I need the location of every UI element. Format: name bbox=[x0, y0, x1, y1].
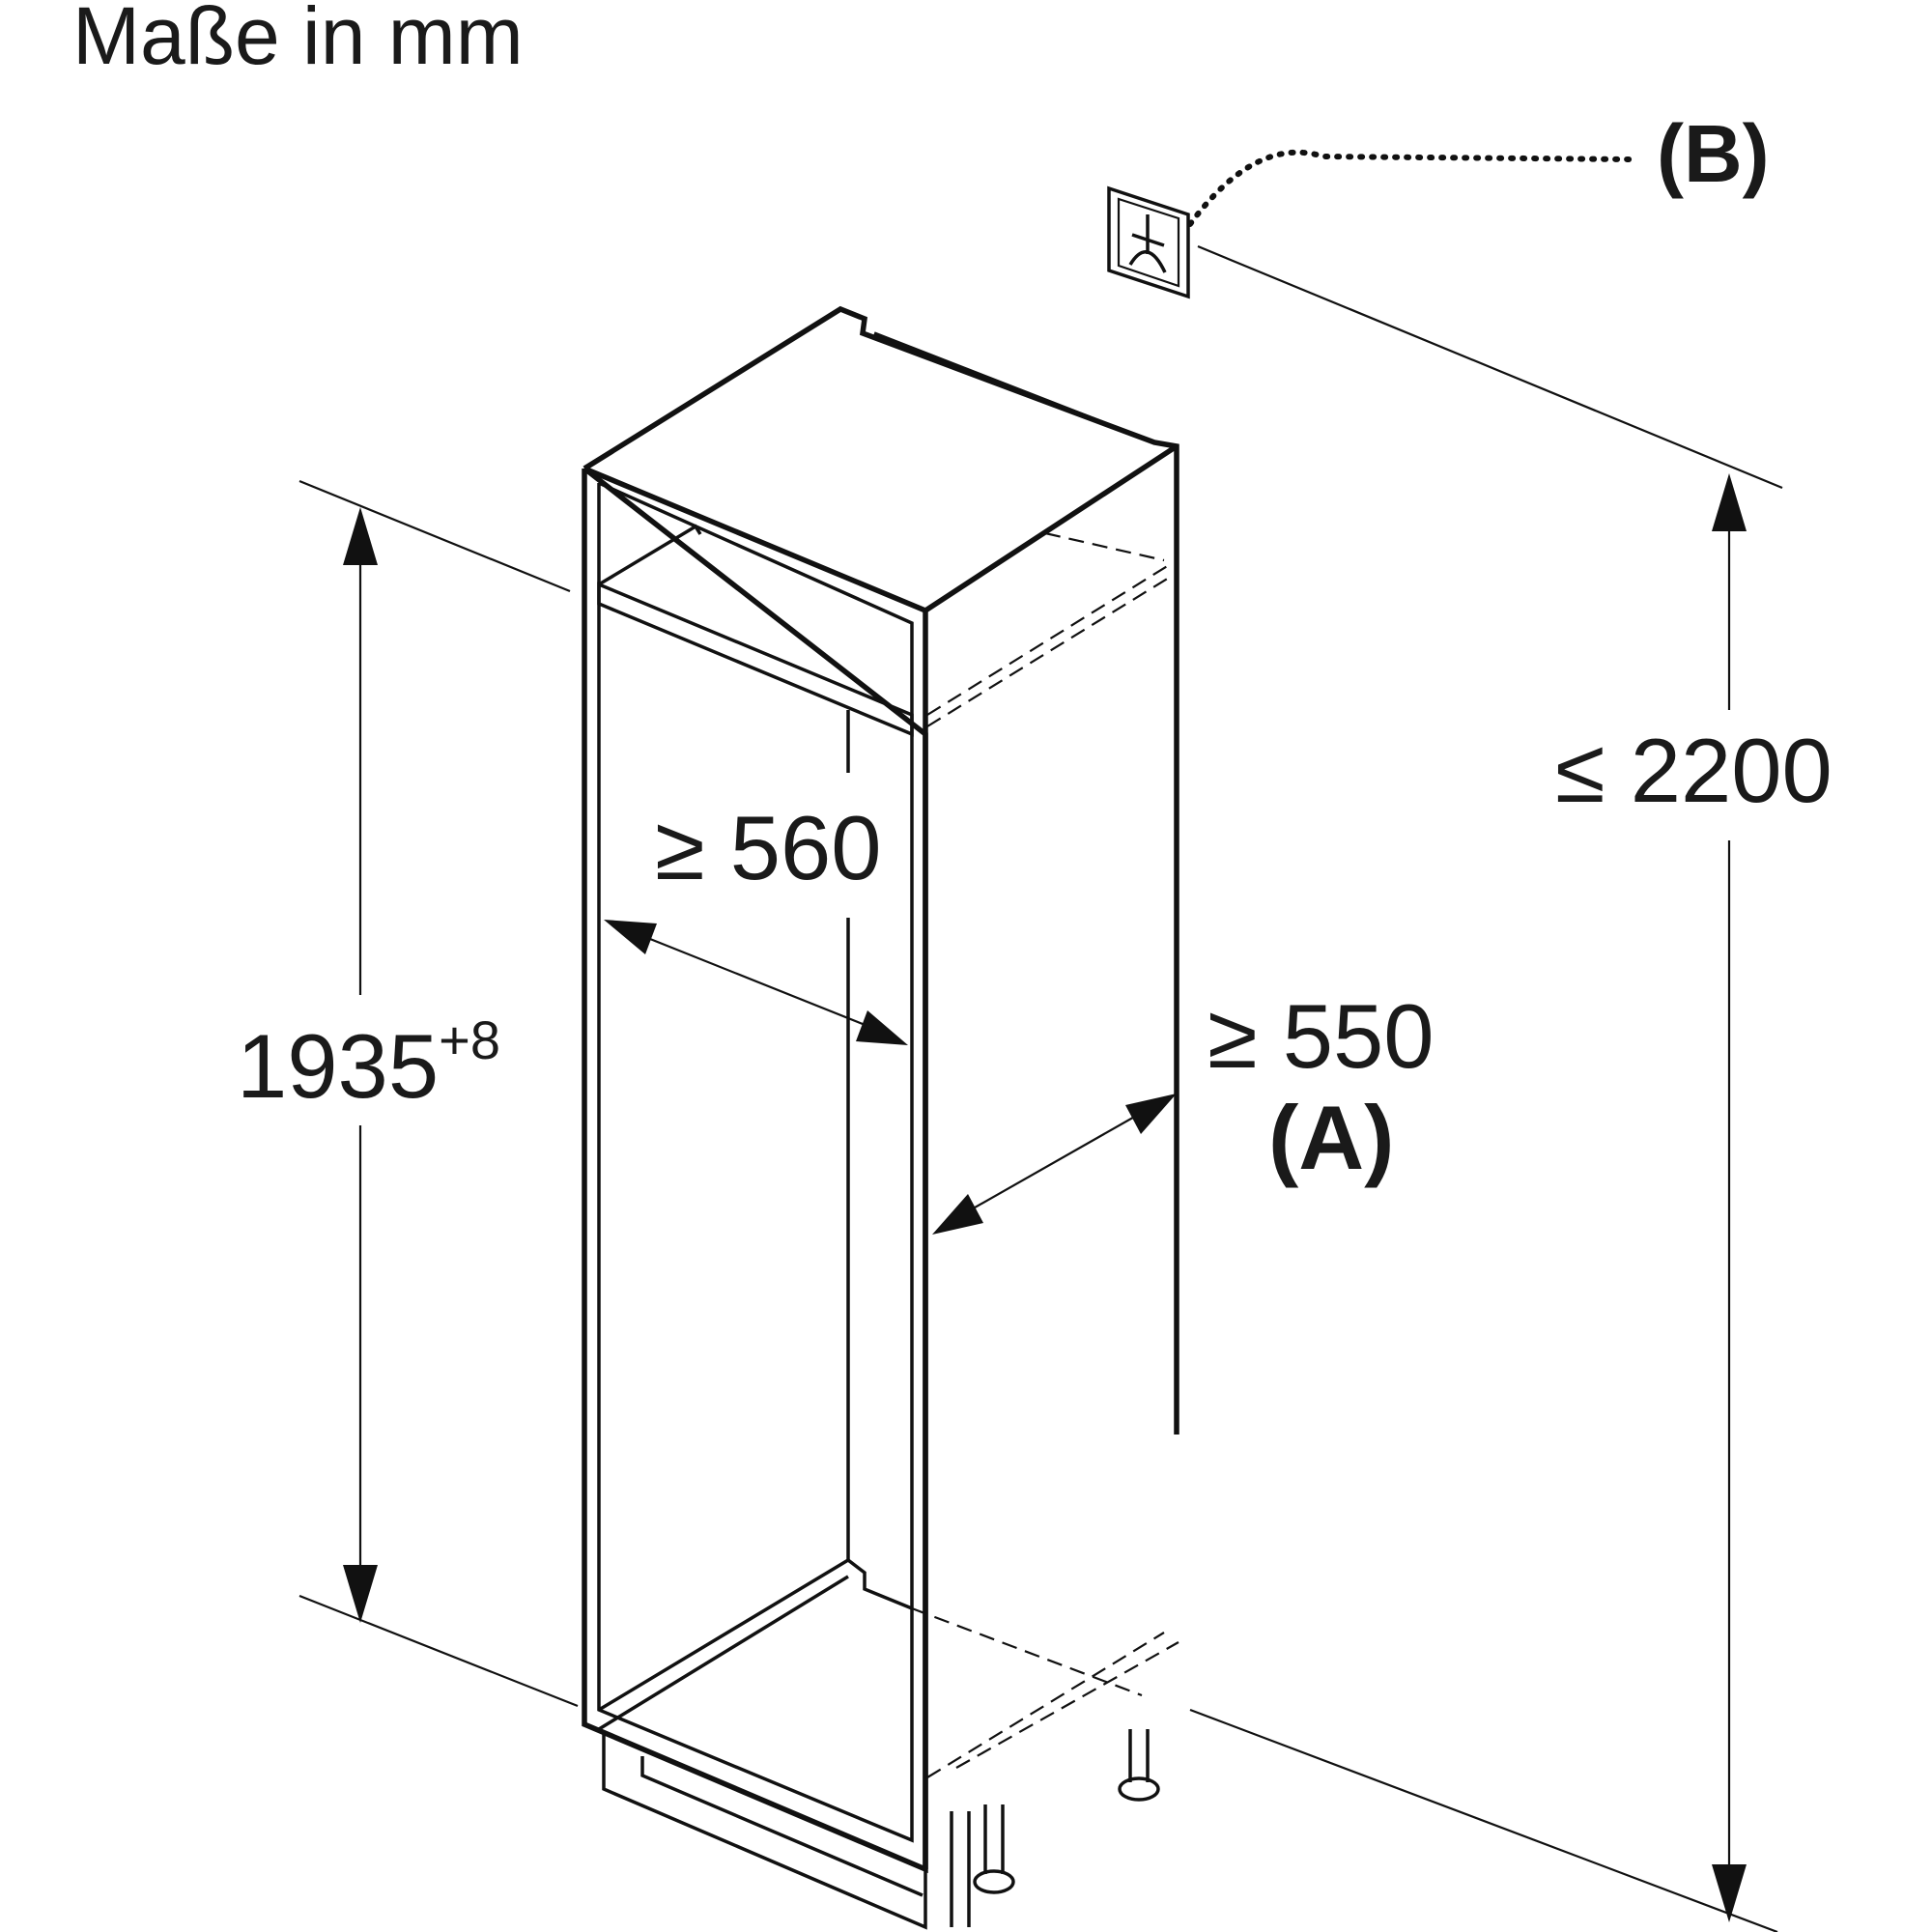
socket-height-label: ≤ 2200 bbox=[1555, 720, 1833, 821]
dimension-socket-height bbox=[1189, 244, 1783, 1932]
socket-plug-icon bbox=[1128, 214, 1167, 273]
callout-b: (B) bbox=[1657, 108, 1770, 199]
hidden-bottom-edges bbox=[911, 1606, 1179, 1778]
cabinet-front-inner bbox=[597, 481, 914, 1843]
power-socket-symbol bbox=[1107, 185, 1190, 299]
cabinet-drawing bbox=[582, 305, 1179, 1930]
diagram-title: Maße in mm bbox=[72, 0, 524, 81]
niche-depth-label: ≥ 550 bbox=[1208, 985, 1435, 1087]
cabinet-top-back-edge bbox=[873, 331, 1155, 444]
plinth bbox=[602, 1734, 927, 1930]
niche-width-label: ≥ 560 bbox=[655, 797, 882, 898]
bottom-floor bbox=[598, 1557, 913, 1712]
hidden-top-edges bbox=[926, 531, 1170, 727]
niche-height-label: 1935+8 bbox=[237, 1009, 500, 1117]
upper-shelf bbox=[597, 582, 914, 737]
upper-shelf-back bbox=[598, 524, 702, 586]
cabinet-front-top-edge bbox=[582, 443, 1179, 614]
cabinet-legs bbox=[950, 1729, 1160, 1927]
callout-a: (A) bbox=[1268, 1087, 1395, 1188]
niche-height-value: 1935 bbox=[237, 1015, 439, 1117]
dimension-niche-width bbox=[604, 920, 908, 1045]
cabinet-front-outer bbox=[582, 466, 928, 1874]
bottom-floor-edge bbox=[598, 1575, 849, 1731]
socket-leader-line bbox=[1187, 149, 1635, 227]
dimension-niche-height bbox=[298, 479, 579, 1708]
dimension-niche-depth bbox=[932, 1094, 1177, 1235]
niche-height-tolerance: +8 bbox=[439, 1009, 500, 1070]
